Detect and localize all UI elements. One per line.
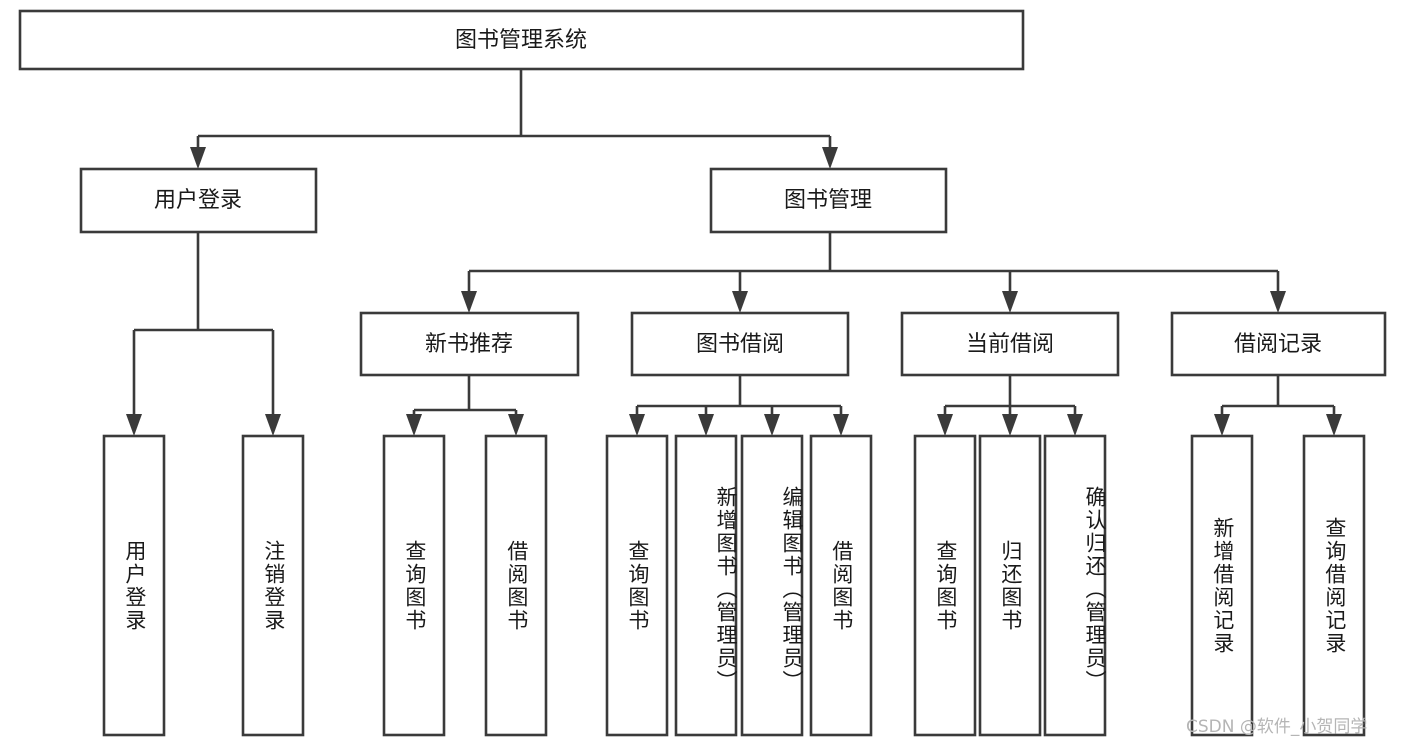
node-new-book-recommend-label: 新书推荐 bbox=[425, 332, 513, 357]
node-root-label: 图书管理系统 bbox=[455, 28, 587, 53]
leaf-box-borrow-book[interactable] bbox=[809, 434, 873, 737]
node-borrow-record[interactable]: 借阅记录 bbox=[1170, 311, 1387, 377]
leaf-box-query-book-current[interactable] bbox=[913, 434, 977, 737]
connector-borrow-to-leaves bbox=[629, 375, 849, 436]
node-current-borrow-label: 当前借阅 bbox=[966, 332, 1054, 357]
connector-bookmgmt-to-level3 bbox=[461, 232, 1286, 313]
leaf-box-query-book-rec[interactable] bbox=[382, 434, 446, 737]
node-book-borrow-label: 图书借阅 bbox=[696, 332, 784, 357]
node-current-borrow[interactable]: 当前借阅 bbox=[900, 311, 1120, 377]
connector-current-to-leaves bbox=[937, 375, 1083, 436]
connector-records-to-leaves bbox=[1214, 375, 1342, 436]
leaf-box-add-book-admin[interactable] bbox=[674, 434, 738, 737]
leaf-box-logout[interactable] bbox=[241, 434, 305, 737]
connector-userlogin-to-leaves bbox=[126, 232, 281, 436]
node-book-management-label: 图书管理 bbox=[784, 188, 872, 213]
leaf-box-edit-book-admin[interactable] bbox=[740, 434, 804, 737]
connector-root-to-level2 bbox=[190, 69, 838, 169]
leaf-box-add-borrow-record[interactable] bbox=[1190, 434, 1254, 737]
node-book-management[interactable]: 图书管理 bbox=[709, 167, 948, 234]
node-user-login-label: 用户登录 bbox=[154, 188, 242, 213]
node-root[interactable]: 图书管理系统 bbox=[18, 9, 1025, 71]
node-new-book-recommend[interactable]: 新书推荐 bbox=[359, 311, 580, 377]
leaf-box-borrow-book-rec[interactable] bbox=[484, 434, 548, 737]
connector-newbook-to-leaves bbox=[406, 375, 524, 436]
node-book-borrow[interactable]: 图书借阅 bbox=[630, 311, 850, 377]
leaf-box-confirm-return-admin[interactable] bbox=[1043, 434, 1107, 737]
watermark-text: CSDN @软件_小贺同学 bbox=[1186, 717, 1368, 737]
leaf-box-query-borrow-record[interactable] bbox=[1302, 434, 1366, 737]
node-borrow-record-label: 借阅记录 bbox=[1234, 332, 1322, 357]
leaf-box-query-book-borrow[interactable] bbox=[605, 434, 669, 737]
leaf-box-return-book[interactable] bbox=[978, 434, 1042, 737]
node-user-login[interactable]: 用户登录 bbox=[79, 167, 318, 234]
leaf-box-user-login[interactable] bbox=[102, 434, 166, 737]
